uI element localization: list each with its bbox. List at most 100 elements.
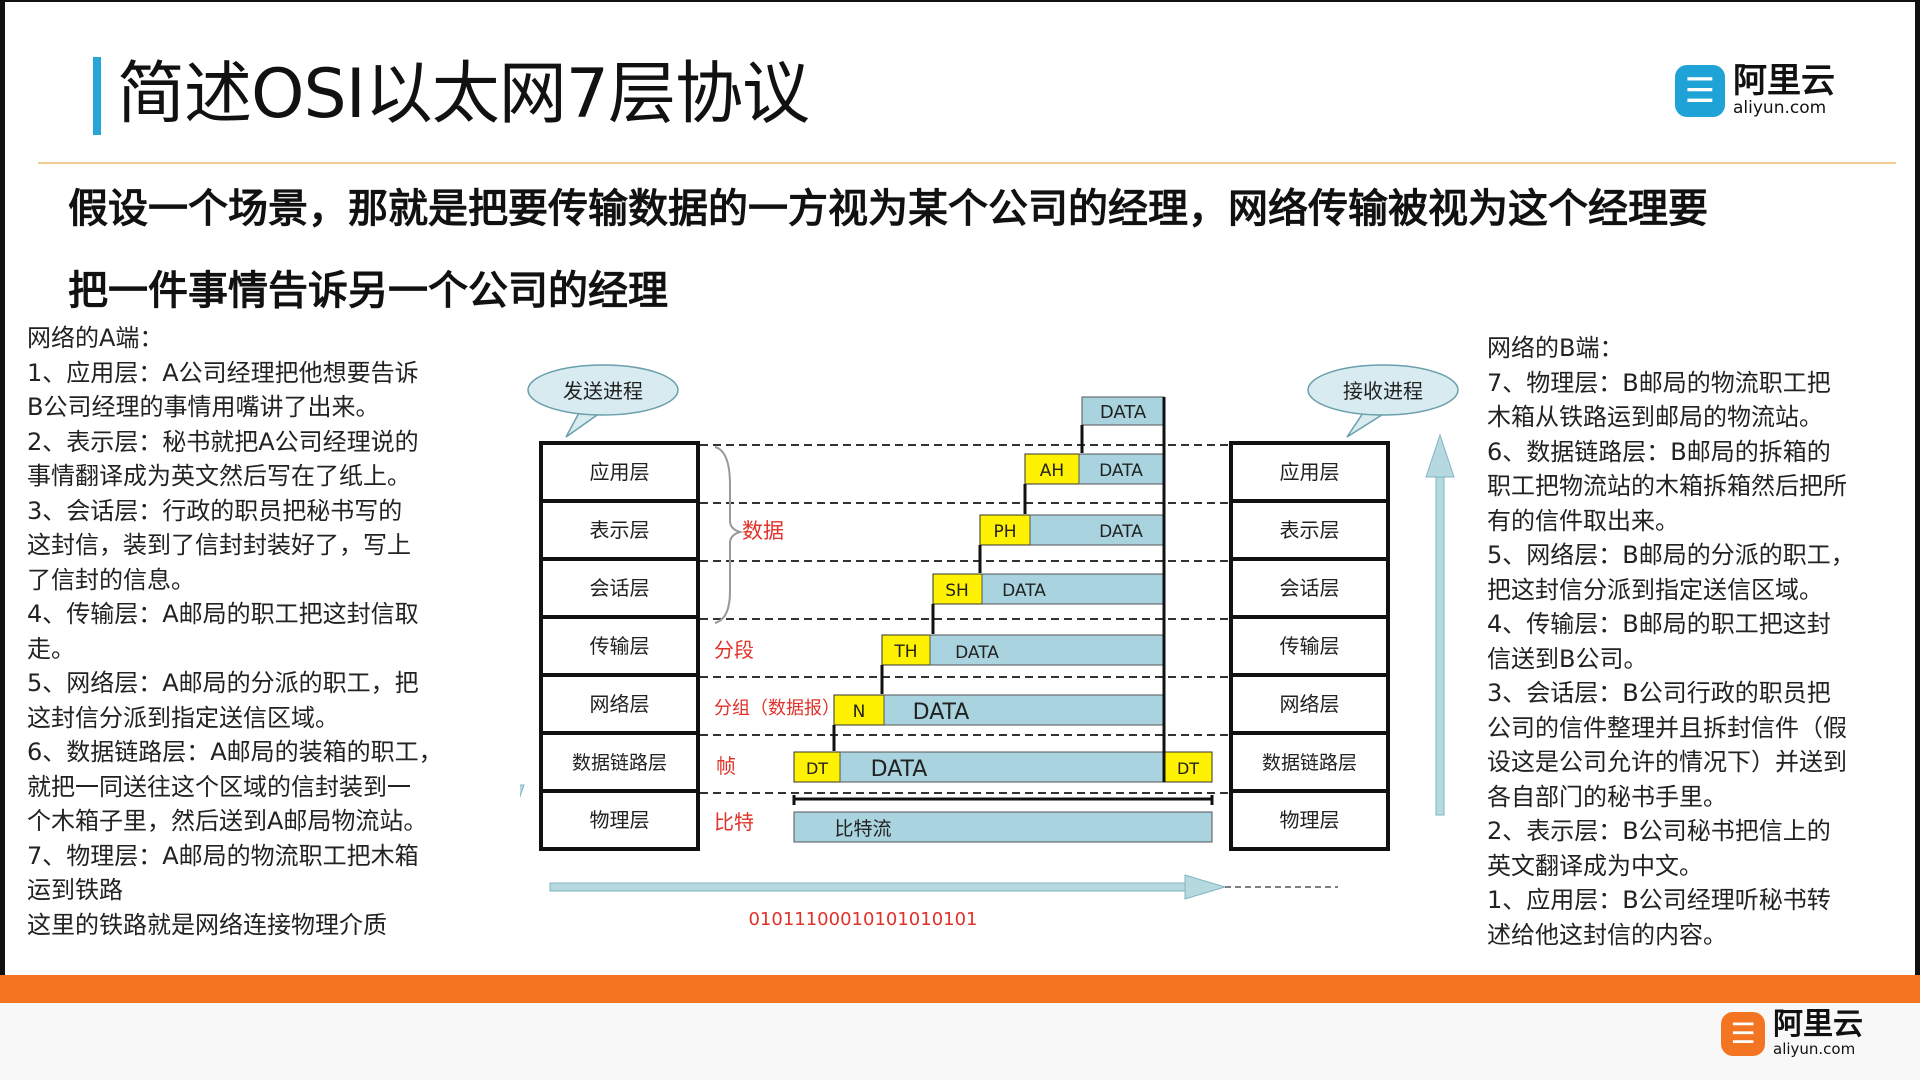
datalink-trailer-text: DT	[1177, 759, 1199, 778]
layer-dividers	[541, 499, 1388, 793]
header-logo: ☰ 阿里云 aliyun.com	[1675, 64, 1835, 117]
bitstream-text: 比特流	[834, 818, 891, 840]
ah-data-block	[1078, 453, 1165, 485]
b-side-line: 述给他这封信的内容。	[1487, 920, 1727, 949]
a-side-line: 就把一同送往这个区域的信封装到一	[27, 772, 411, 801]
unit-bit-label: 比特	[714, 810, 754, 834]
a-side-description: 网络的A端： 1、应用层：A公司经理把他想要告诉 B公司经理的事情用嘴讲了出来。 2、…	[27, 321, 443, 942]
a-side-line: 走。	[27, 634, 75, 663]
datalink-header	[793, 751, 841, 783]
a-side-line: 4、传输层：A邮局的职工把这封信取	[27, 600, 419, 628]
ph-data-block	[1029, 514, 1165, 546]
th-data-block	[929, 634, 1165, 666]
sender-layer-label: 应用层	[590, 460, 650, 484]
ah-header-text: AH	[1040, 461, 1064, 481]
a-side-line: 3、会话层：行政的职员把秘书写的	[27, 496, 403, 525]
encapsulation-connectors	[792, 397, 1214, 805]
receiver-layer-label: 表示层	[1280, 518, 1340, 542]
unit-segment-label: 分段	[714, 638, 754, 662]
b-side-line: 2、表示层：B公司秘书把信上的	[1487, 817, 1831, 845]
network-header-text: N	[853, 702, 866, 722]
b-side-line: 有的信件取出来。	[1487, 506, 1679, 535]
datalink-data-text: DATA	[871, 757, 928, 782]
app-data-text: DATA	[1100, 402, 1147, 423]
transmission-arrow	[549, 874, 1338, 900]
intro-line-2: 把一件事情告诉另一个公司的经理	[68, 268, 668, 314]
intro-line-1: 假设一个场景，那就是把要传输数据的一方视为某个公司的经理，网络传输被视为这个经理…	[68, 186, 1708, 232]
screen-frame-right	[1915, 0, 1920, 1080]
network-data-text: DATA	[913, 700, 970, 725]
sh-data-text: DATA	[1002, 581, 1046, 601]
sender-layer-label: 数据链路层	[572, 752, 667, 774]
th-header-text: TH	[893, 642, 917, 662]
title-accent-bar	[93, 57, 101, 135]
b-side-line: 职工把物流站的木箱拆箱然后把所	[1487, 472, 1847, 500]
ah-header	[1024, 453, 1080, 485]
send-process-bubble: 发送进程	[527, 364, 679, 438]
aliyun-logo-icon: ☰	[1675, 64, 1725, 117]
a-side-line: 7、物理层：A邮局的物流职工把木箱	[27, 841, 419, 870]
title-divider	[38, 162, 1896, 164]
datalink-header-text: DT	[806, 759, 828, 778]
a-side-line: 1、应用层：A公司经理把他想要告诉	[27, 358, 419, 387]
ph-header-text: PH	[993, 522, 1016, 542]
header-logo-name: 阿里云	[1733, 61, 1835, 101]
b-side-line: 设这是公司允许的情况下）并送到	[1487, 748, 1847, 776]
a-side-line: 个木箱子里，然后送到A邮局物流站。	[27, 807, 428, 835]
a-side-line: 事情翻译成为英文然后写在了纸上。	[27, 462, 411, 490]
sender-stack	[539, 441, 700, 851]
sender-layer-label: 物理层	[590, 808, 650, 832]
b-side-line: 木箱从铁路运到邮局的物流站。	[1487, 403, 1823, 431]
unit-frame-label: 帧	[716, 754, 736, 778]
app-data-block	[1081, 396, 1165, 426]
sender-layer-label: 传输层	[590, 634, 650, 658]
unit-data-label: 数据	[742, 519, 784, 543]
upward-flow-arrow	[1425, 433, 1455, 816]
header-logo-text: 阿里云 aliyun.com	[1733, 64, 1835, 117]
screen-frame-top	[0, 0, 1920, 2]
b-side-line: 网络的B端：	[1487, 334, 1624, 362]
a-side-line: 这里的铁路就是网络连接物理介质	[27, 910, 387, 939]
th-header	[881, 634, 931, 666]
receiver-layer-label: 数据链路层	[1262, 752, 1357, 774]
a-side-line: 运到铁路	[27, 876, 123, 904]
unit-packet-label: 分组（数据报）	[714, 698, 840, 719]
sh-header-text: SH	[945, 581, 969, 601]
layer-dashed-guides	[700, 444, 1229, 794]
a-side-line: 6、数据链路层：A邮局的装箱的职工，	[27, 738, 443, 766]
receiver-layer-label: 会话层	[1280, 576, 1340, 600]
a-side-line: B公司经理的事情用嘴讲了出来。	[27, 393, 380, 421]
b-side-line: 信送到B公司。	[1487, 644, 1648, 673]
bitstream-block	[793, 811, 1213, 843]
b-side-line: 1、应用层：B公司经理听秘书转	[1487, 886, 1831, 914]
b-side-line: 5、网络层：B邮局的分派的职工，	[1487, 541, 1855, 569]
sender-layer-label: 会话层	[590, 576, 650, 600]
aliyun-footer-logo-icon: ☰	[1721, 1011, 1765, 1056]
footer-logo-text: 阿里云 aliyun.com	[1773, 1010, 1863, 1057]
ah-data-text: DATA	[1099, 461, 1143, 481]
bit-sequence: 01011100010101010101	[748, 909, 977, 930]
data-brace	[714, 446, 744, 624]
b-side-line: 3、会话层：B公司行政的职员把	[1487, 679, 1831, 707]
slide-title: 简述OSI以太网7层协议	[117, 55, 810, 134]
a-side-line: 这封信分派到指定送信区域。	[27, 703, 339, 732]
a-side-line: 了信封的信息。	[27, 565, 195, 594]
sh-header	[932, 573, 983, 605]
screen-frame-left	[0, 0, 5, 1080]
receiver-layer-label: 应用层	[1280, 460, 1340, 484]
a-side-line: 2、表示层：秘书就把A公司经理说的	[27, 427, 419, 456]
a-side-line: 这封信，装到了信封封装好了，写上	[27, 531, 411, 559]
receiver-layer-label: 物理层	[1280, 808, 1340, 832]
b-side-line: 6、数据链路层：B邮局的拆箱的	[1487, 437, 1831, 466]
b-side-line: 英文翻译成为中文。	[1487, 851, 1703, 880]
b-side-line: 4、传输层：B邮局的职工把这封	[1487, 610, 1831, 638]
footer-logo: ☰ 阿里云 aliyun.com	[1721, 1010, 1863, 1057]
receiver-stack	[1229, 441, 1390, 851]
send-process-label: 发送进程	[563, 379, 643, 403]
a-side-line: 网络的A端：	[27, 324, 164, 352]
sender-layer-label: 网络层	[590, 692, 650, 716]
b-side-line: 各自部门的秘书手里。	[1487, 782, 1727, 811]
footer-logo-name: 阿里云	[1773, 1007, 1863, 1042]
